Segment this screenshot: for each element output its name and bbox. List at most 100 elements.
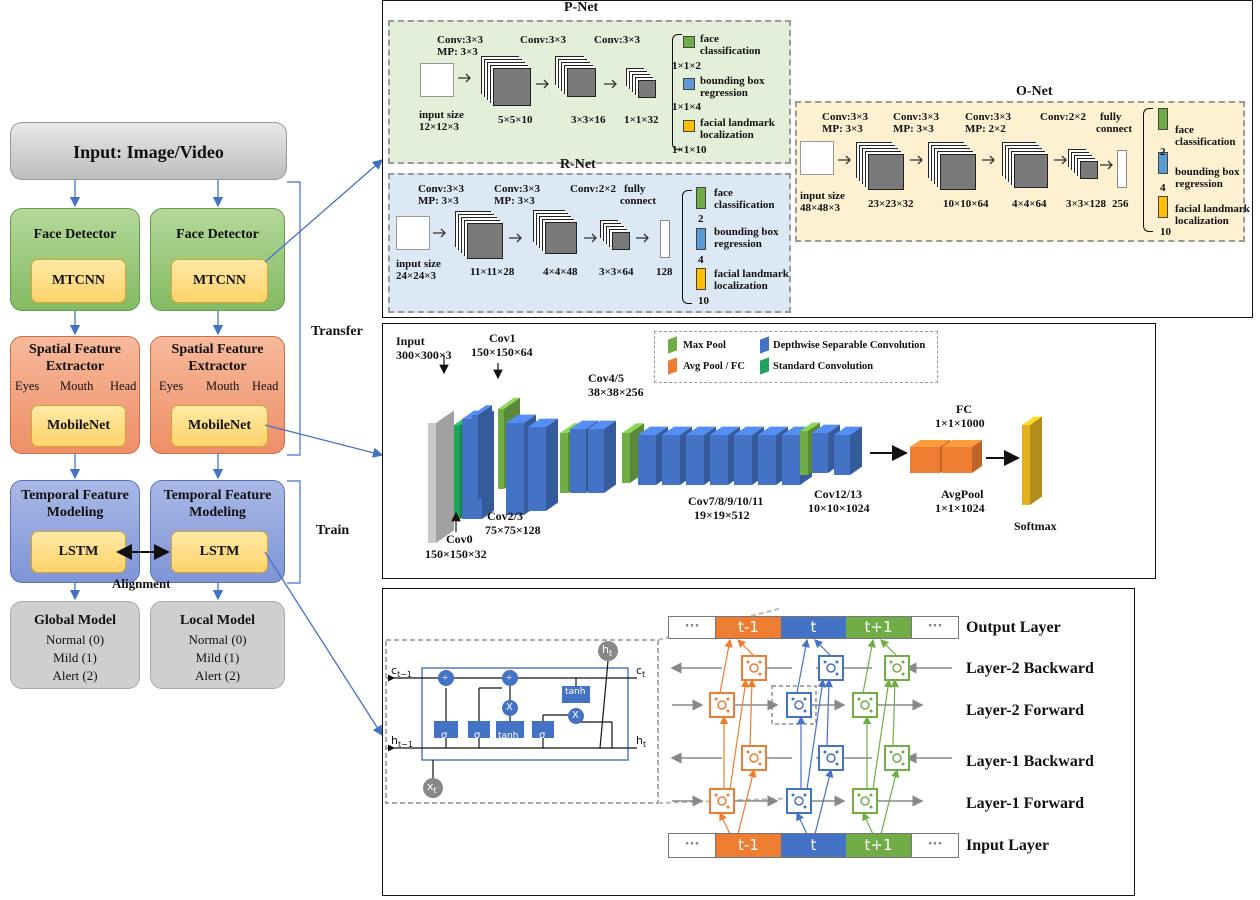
onet-mp1: MP: 3×3: [822, 123, 863, 135]
bilstm-cell: [852, 692, 878, 718]
lstm-times-2: X: [572, 710, 579, 721]
input-block: Input: Image/Video: [10, 122, 287, 180]
temporal-modeling-right: Temporal Feature Modeling LSTM: [150, 480, 285, 583]
face-detector-right: Face Detector MTCNN: [150, 208, 285, 311]
lstm-sigma-3: σ: [539, 730, 546, 741]
onet-out3: facial landmark: [1175, 203, 1250, 215]
rnet-bbox-bar: [696, 228, 706, 250]
lstm-sigma-2: σ: [474, 730, 481, 741]
face-detector-left: Face Detector MTCNN: [10, 208, 140, 311]
bilstm-cell: [786, 692, 812, 718]
rnet-fc-bar: [660, 220, 670, 258]
rnet-dim2: 4×4×48: [543, 266, 578, 278]
face-detector-label: Face Detector: [176, 227, 259, 242]
rnet-out1d: 2: [698, 213, 704, 225]
onet-layer1: [868, 154, 904, 190]
rnet-dim1: 11×11×28: [470, 266, 515, 278]
rnet-conv2: Conv:3×3: [494, 183, 540, 195]
mouth-label: Mouth: [206, 379, 240, 393]
mn-softmax-label: Softmax: [1014, 519, 1057, 533]
layer1-backward-label: Layer-1 Backward: [966, 753, 1094, 770]
rnet-mp2: MP: 3×3: [494, 195, 535, 207]
mn-input-dim: 300×300×3: [396, 348, 452, 362]
rnet-dim3: 3×3×64: [599, 266, 634, 278]
lstm-tanh-2: tanh: [565, 687, 586, 697]
onet-dim5: 256: [1112, 198, 1129, 210]
onet-out1b: classification: [1175, 136, 1236, 148]
lstm-times-1: X: [506, 702, 513, 713]
input-dots-right: ···: [911, 834, 958, 857]
input-cell-tm1: t-1: [716, 834, 781, 857]
rnet-conv1: Conv:3×3: [418, 183, 464, 195]
pnet-input-square: [420, 63, 454, 97]
lstm-plus-1: +: [442, 672, 449, 684]
mild-label: Mild (1): [195, 650, 240, 665]
alert-label: Alert (2): [52, 668, 98, 683]
temporal-label: Temporal Feature Modeling: [163, 488, 272, 520]
layer2-backward-label: Layer-2 Backward: [966, 660, 1094, 677]
onet-mp2: MP: 3×3: [893, 123, 934, 135]
lstm-cell-zoom: [385, 639, 659, 804]
alert-label: Alert (2): [194, 668, 241, 683]
rnet-input-size: input size: [396, 258, 441, 270]
onet-conv2: Conv:3×3: [893, 111, 939, 123]
normal-label: Normal (0): [45, 632, 105, 647]
pnet-dim2: 3×3×16: [571, 114, 606, 126]
rnet-out2d: 4: [698, 254, 704, 266]
mn-avgpool-label: AvgPool: [941, 487, 984, 501]
rnet-landmark-bar: [696, 268, 706, 290]
bilstm-cell: [884, 745, 910, 771]
spatial-label: Spatial Feature Extractor: [29, 342, 121, 374]
onet-out2d: 4: [1160, 182, 1166, 194]
head-label: Head: [252, 379, 279, 393]
onet-dim3: 4×4×64: [1012, 198, 1047, 210]
global-model-block: Global Model Normal (0) Mild (1) Alert (…: [10, 601, 140, 689]
mn-cov5-slab: [588, 420, 616, 493]
mn-cov1-label: Cov1: [489, 331, 516, 345]
input-cell-tp1: t+1: [846, 834, 911, 857]
lstm-ct-prev: ct−1: [391, 664, 412, 680]
mtcnn-box: MTCNN: [171, 259, 268, 303]
pnet-out3d: 1×1×10: [672, 144, 707, 156]
alignment-label: Alignment: [112, 576, 171, 591]
rnet-out3: facial landmark: [714, 268, 789, 280]
rnet-out2: bounding box: [714, 226, 779, 238]
legend-maxpool: Max Pool: [683, 340, 726, 351]
eyes-label: Eyes: [159, 379, 184, 393]
mn-cov13-slab: [834, 426, 862, 475]
local-model-title: Local Model: [179, 613, 256, 628]
rnet-layer1: [467, 223, 503, 259]
output-layer-label: Output Layer: [966, 619, 1061, 636]
mn-cov23-label: Cov2/3: [487, 509, 523, 523]
pnet-bracket: [672, 34, 682, 150]
rnet-dim4: 128: [656, 266, 673, 278]
mouth-label: Mouth: [60, 379, 94, 393]
onet-fc: fully: [1100, 111, 1122, 123]
rnet-layer3: [612, 232, 630, 250]
onet-layer3: [1014, 154, 1048, 188]
xt-input-circle: [423, 778, 443, 798]
layer1-forward-label: Layer-1 Forward: [966, 795, 1085, 812]
onet-out1: face: [1175, 124, 1194, 136]
bilstm-cell: [741, 655, 767, 681]
rnet-conv3: Conv:2×2: [570, 183, 616, 195]
onet-out3b: localization: [1175, 215, 1229, 227]
rnet-out3b: localization: [714, 280, 768, 292]
mn-cov0-dim: 150×150×32: [425, 547, 487, 561]
onet-out1d: 2: [1160, 146, 1166, 158]
mn-cov1b-slab: [472, 405, 492, 500]
pnet-out2b: regression: [700, 87, 748, 99]
rnet-face-bar: [696, 187, 706, 209]
pnet-bbox-cube: [683, 78, 695, 90]
bilstm-cell: [741, 745, 767, 771]
legend-avg: Avg Pool / FC: [683, 361, 745, 372]
mtcnn-box: MTCNN: [31, 259, 126, 303]
pnet-box: [388, 20, 791, 164]
pnet-out2d: 1×1×4: [672, 101, 702, 113]
legend-std: Standard Convolution: [773, 361, 874, 372]
input-dots-left: ···: [669, 834, 716, 857]
output-cell-tp1: t+1: [846, 617, 911, 638]
rnet-box: [388, 173, 791, 313]
pnet-mp1: MP: 3×3: [437, 46, 478, 58]
bilstm-diagram: [385, 607, 952, 835]
